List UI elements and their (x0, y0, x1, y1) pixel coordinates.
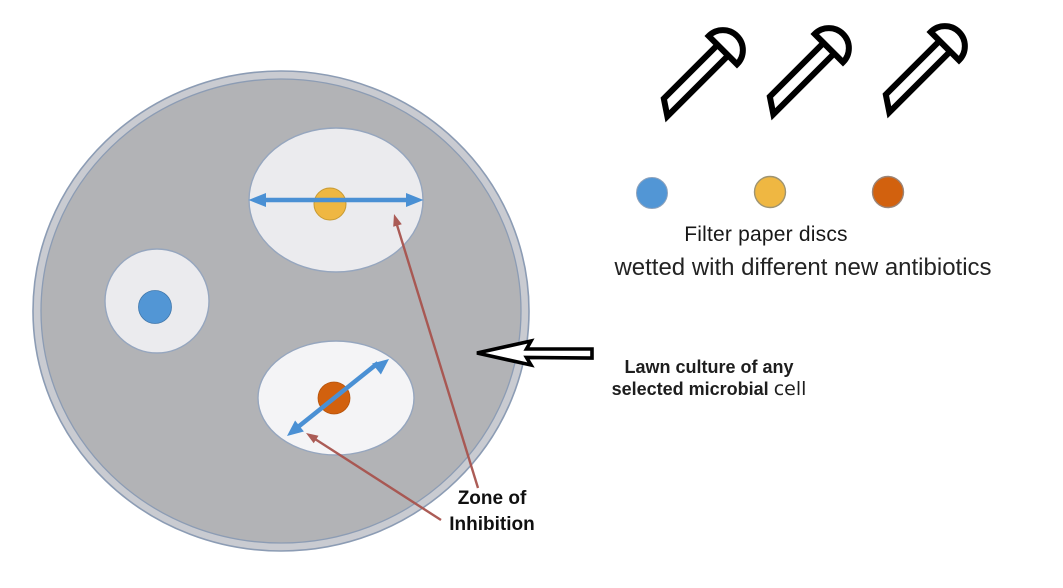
diameter-arrow-yellow-zone (248, 193, 424, 207)
lawn-culture-arrow-icon (476, 338, 594, 368)
legend-disc-blue (636, 177, 668, 209)
pushpin-icon (660, 27, 746, 123)
wetted-antibiotics-label: wetted with different new antibiotics (614, 254, 992, 281)
lawn-culture-line1: Lawn culture of any (624, 357, 794, 377)
lawn-culture-line2: selected microbial (611, 379, 769, 399)
lawn-culture-cell-word: cell (773, 378, 807, 400)
legend-disc-yellow (753, 175, 787, 209)
pointer-arrow-to-yellow-zone (393, 214, 480, 489)
antibiotic-disc-yellow (313, 187, 347, 221)
legend-disc-orange (871, 175, 905, 209)
zone-of-inhibition-label: Zone of Inhibition (430, 486, 554, 538)
pointer-arrow-to-orange-zone (306, 433, 442, 522)
zone-label-line2: Inhibition (449, 514, 535, 535)
pushpin-icon (766, 25, 852, 121)
diameter-arrow-orange-zone (287, 359, 389, 436)
filter-paper-discs-label: Filter paper discs (684, 223, 848, 246)
zone-label-line1: Zone of (457, 488, 527, 509)
pushpin-icon (882, 23, 968, 119)
antibiotic-disc-blue (138, 290, 172, 324)
